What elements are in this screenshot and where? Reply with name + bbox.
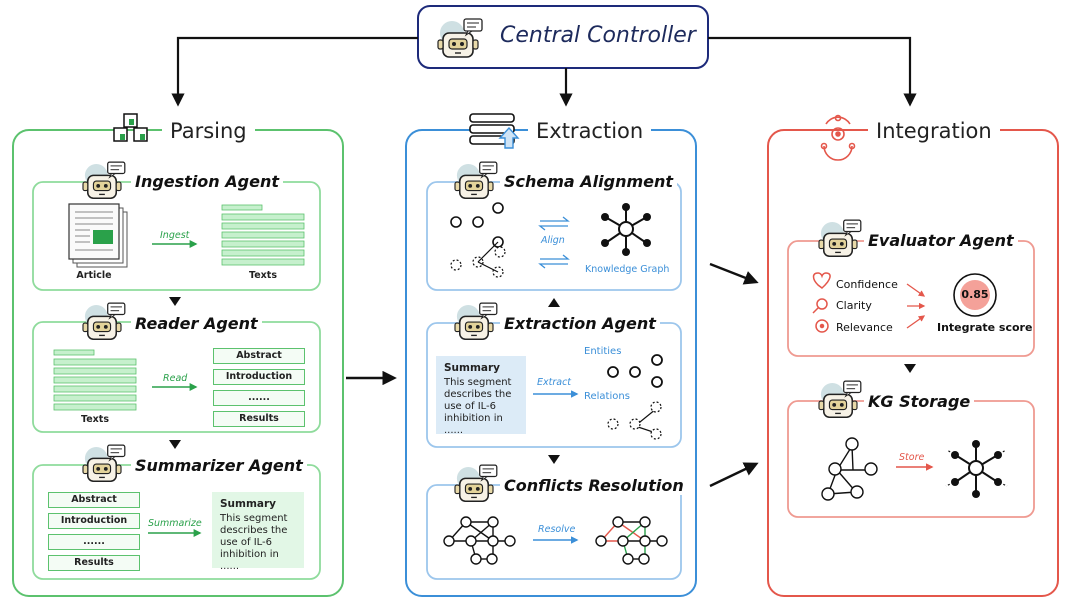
extract-label: Extract (537, 377, 572, 388)
integration-title: Integration (868, 119, 1000, 143)
summary-box-extraction: Summary This segment describes the use o… (436, 356, 526, 436)
texts-stack-reader (53, 349, 137, 411)
schema-robot-icon (454, 161, 498, 199)
extraction-agent-title: Extraction Agent (500, 314, 660, 333)
reader-sections: Abstract Introduction ...... Results (213, 348, 305, 427)
align-label: Align (541, 235, 565, 246)
kg-storage-title: KG Storage (864, 392, 975, 411)
reader-section-introduction: Introduction (213, 369, 305, 385)
summarizer-robot-icon (82, 444, 126, 482)
conflicts-resolution-title: Conflicts Resolution (500, 476, 688, 495)
ingest-label: Ingest (160, 230, 190, 241)
conflicts-robot-icon (454, 464, 498, 502)
article-label: Article (76, 270, 112, 281)
storage-graph-left (821, 437, 878, 501)
database-icon (469, 113, 520, 149)
criterion-clarity: Clarity (836, 299, 872, 312)
evaluator-robot-icon (818, 219, 862, 257)
unaligned-dashed-nodes (450, 246, 506, 278)
controller-connectors (171, 36, 917, 107)
parsing-title: Parsing (162, 119, 255, 143)
summary-box-parsing: Summary This segment describes the use o… (212, 492, 304, 572)
reader-agent-title: Reader Agent (131, 314, 262, 333)
align-arrows (538, 216, 570, 269)
central-robot-icon (437, 18, 483, 58)
integrate-score-value: 0.85 (961, 288, 989, 301)
entity-nodes (607, 354, 663, 388)
ingest-to-reader-arrow (169, 297, 181, 306)
texts-stack-ingest (221, 204, 305, 266)
central-controller-label: Central Controller (500, 23, 696, 48)
store-label: Store (899, 452, 925, 463)
summarizer-section-ellipsis: ...... (48, 534, 140, 550)
summary-text-parsing: This segment describes the use of IL-6 i… (220, 513, 288, 572)
entities-label: Entities (584, 346, 622, 357)
summarizer-section-abstract: Abstract (48, 492, 140, 508)
knowledge-graph-icon (601, 203, 651, 256)
reader-section-abstract: Abstract (213, 348, 305, 364)
summarize-label: Summarize (148, 518, 202, 529)
ingestion-robot-icon (82, 161, 126, 199)
texts-label-reader: Texts (81, 414, 109, 425)
cubes-icon (113, 113, 148, 142)
read-label: Read (163, 373, 188, 384)
summarizer-section-introduction: Introduction (48, 513, 140, 529)
integration-icon (820, 114, 856, 161)
evaluator-agent-title: Evaluator Agent (864, 231, 1018, 250)
extraction-summary-bg (436, 356, 526, 434)
knowledge-graph-label: Knowledge Graph (585, 264, 670, 275)
schema-alignment-title: Schema Alignment (500, 172, 678, 191)
relation-edges (607, 401, 662, 440)
unaligned-nodes (450, 202, 504, 248)
resolve-label: Resolve (538, 524, 576, 535)
relations-label: Relations (584, 391, 630, 402)
article-icon (68, 203, 128, 268)
extraction-to-integration-arrow-bottom (709, 462, 759, 488)
summary-title-parsing: Summary (220, 498, 277, 510)
score-disc (960, 280, 990, 310)
reader-section-results: Results (213, 411, 305, 427)
summary-text-extraction: This segment describes the use of IL-6 i… (444, 377, 512, 436)
extract-to-conflicts-arrow (548, 455, 560, 464)
extract-to-schema-arrow (548, 298, 560, 307)
summarizer-agent-title: Summarizer Agent (131, 456, 307, 475)
extraction-to-integration-arrow-top (709, 262, 759, 285)
confidence-icon (812, 272, 831, 289)
reader-robot-icon (82, 302, 126, 340)
storage-robot-icon (818, 380, 862, 418)
extraction-robot-icon (454, 302, 498, 340)
criteria-arrows (906, 283, 926, 329)
stored-graph-icon (945, 440, 1008, 498)
extraction-title: Extraction (528, 119, 652, 143)
ingestion-agent-title: Ingestion Agent (131, 172, 283, 191)
summary-title-extraction: Summary (444, 362, 501, 374)
reader-to-summarizer-arrow (169, 440, 181, 449)
criterion-relevance: Relevance (836, 321, 893, 334)
relevance-icon (815, 319, 829, 333)
summarizer-section-results: Results (48, 555, 140, 571)
criterion-confidence: Confidence (836, 278, 898, 291)
conflict-graph-left (443, 516, 516, 565)
integrate-score-label: Integrate score (937, 321, 1033, 334)
reader-section-ellipsis: ...... (213, 390, 305, 406)
conflict-graph-right (595, 516, 668, 565)
evaluator-to-storage-arrow (904, 364, 916, 373)
texts-label-ingest: Texts (249, 270, 277, 281)
summarizer-sections: Abstract Introduction ...... Results (48, 492, 140, 571)
clarity-icon (812, 298, 828, 314)
